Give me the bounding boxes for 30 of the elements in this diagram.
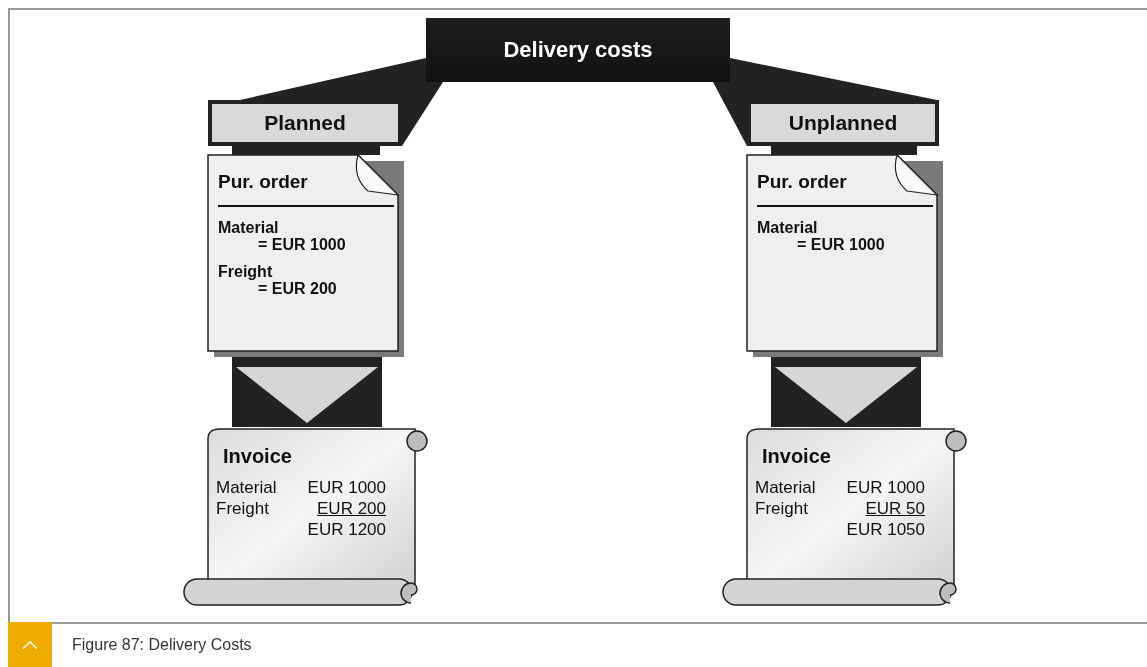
connector-band xyxy=(713,58,937,146)
item-label: Material xyxy=(755,478,817,498)
down-arrow xyxy=(232,357,382,427)
document-title: Pur. order xyxy=(757,169,933,207)
item-label: Freight xyxy=(216,499,270,519)
amount-text: EUR 1050 xyxy=(845,520,925,540)
connector-band xyxy=(771,146,917,155)
item-value: = EUR 1000 xyxy=(796,236,886,253)
invoice-title: Invoice xyxy=(762,445,832,468)
amount-text: EUR 1200 xyxy=(306,520,386,540)
figure-caption: Figure 87: Delivery Costs xyxy=(72,635,252,654)
amount-text: EUR 1000 xyxy=(306,478,386,498)
item-value: = EUR 1000 xyxy=(257,236,347,253)
category-label: Unplanned xyxy=(788,111,898,135)
item-label: Material xyxy=(216,478,278,498)
document-title: Pur. order xyxy=(218,169,394,207)
header-box xyxy=(426,18,730,82)
item-label: Material xyxy=(218,219,280,236)
item-label: Freight xyxy=(218,263,274,280)
item-value: = EUR 200 xyxy=(257,280,338,297)
header-text: Delivery costs xyxy=(503,37,653,63)
amount-text: EUR 200 xyxy=(316,499,386,519)
connector-band xyxy=(232,146,380,155)
invoice-title: Invoice xyxy=(223,445,293,468)
item-label: Freight xyxy=(755,499,809,519)
amount-text: EUR 50 xyxy=(864,499,925,519)
item-label: Material xyxy=(757,219,819,236)
amount-text: EUR 1000 xyxy=(845,478,925,498)
connector-band xyxy=(240,58,443,146)
category-label: Planned xyxy=(264,111,346,135)
